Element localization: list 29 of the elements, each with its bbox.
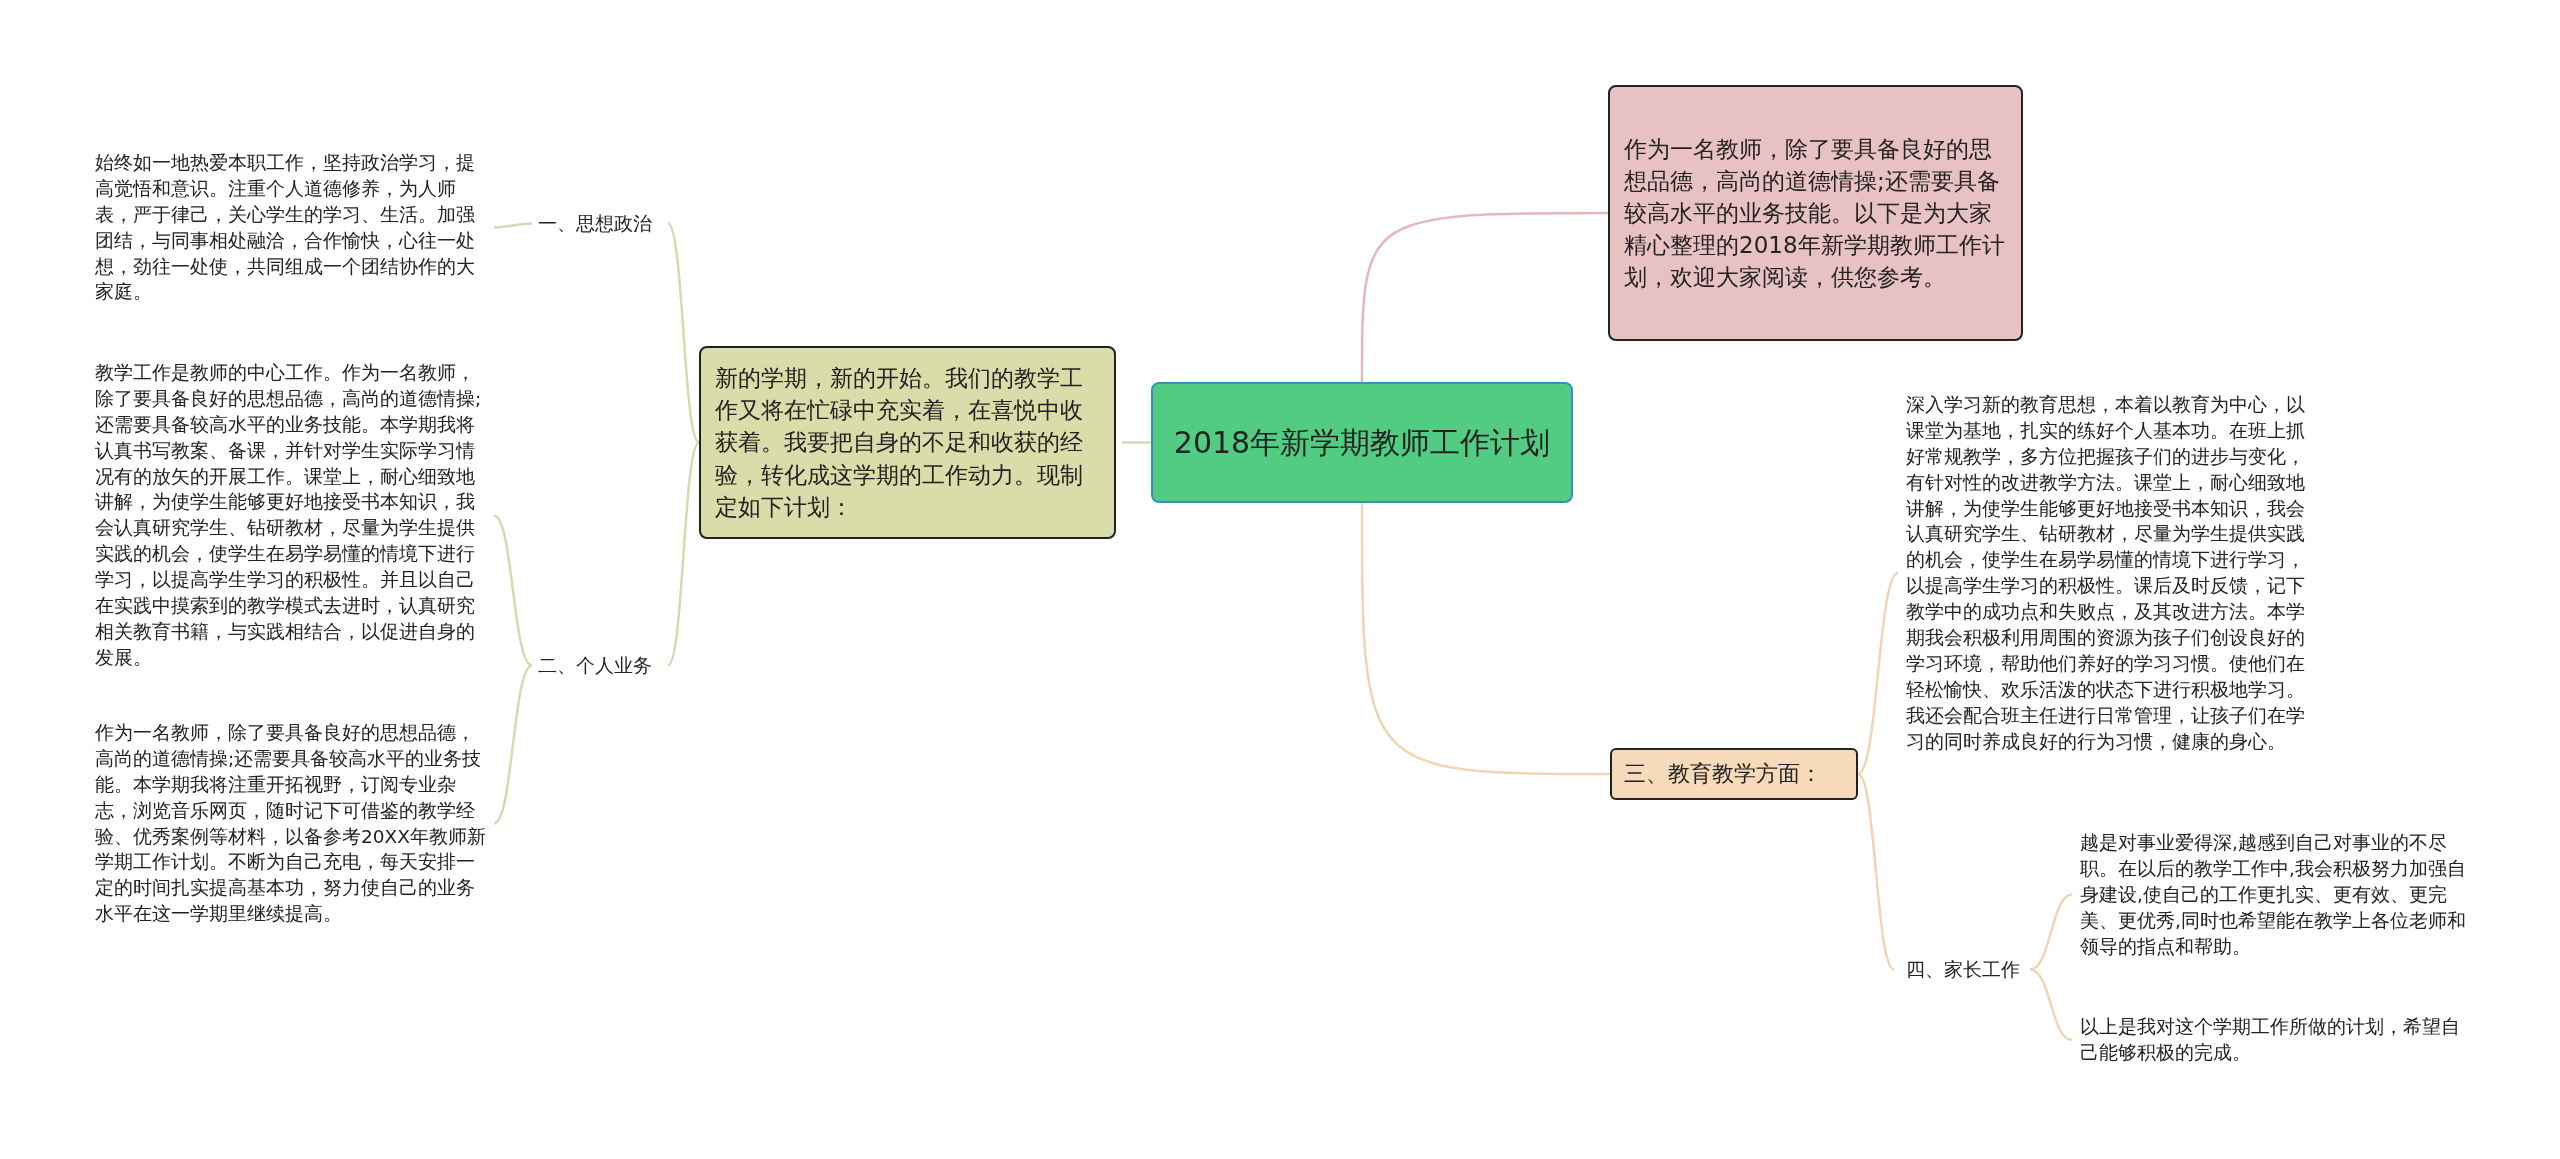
topic-text: 新的学期，新的开始。我们的教学工作又将在忙碌中充实着，在喜悦中收获着。我要把自身的不足和收获的经验，转化成这学期的工作动力。现制定如下计划：	[715, 364, 1084, 522]
topic-box	[1608, 85, 2023, 341]
connector-line	[493, 514, 533, 667]
topic-box	[699, 346, 1116, 539]
note-text: 以上是我对这个学期工作所做的计划，希望自己能够积极的完成。	[2080, 1015, 2461, 1065]
connector-line	[1857, 773, 1895, 971]
note-text: 教学工作是教师的中心工作。作为一名教师，除了要具备良好的思想品德，高尚的道德情操;还需要具备较高水平的业务技能。本学期我将认真书写教案、备课，并针对学生实际学习情况有的放矢的开展工作。课堂上，耐心细致地讲解，为使学生能够更好地接受书本知识，我会认真研究学生、钻研教材，尽量为学生提供实践的机会，使学生在易学易懂的情境下进行学习，以提高学生学习的积极性。并且以自己在实践中摸索到的教学模式去进时，认真研究相关教育书籍，与实践相结合，以促进自身的发展。	[95, 361, 483, 670]
connector-line	[493, 222, 533, 229]
note-text: 深入学习新的教育思想，本着以教育为中心，以课堂为基地，扎实的练好个人基本功。在班上抓好常规教学，多方位把握孩子们的进步与变化，有针对性的改进教学方法。课堂上，耐心细致地讲解，为使学生能够更好地接受书本知识，我会认真研究学生、钻研教材，尽量为学生提供实践的机会，使学生在易学易懂的情境下进行学习，以提高学生学习的积极性。课后及时反馈，记下教学中的成功点和失败点，及其改进方法。本学期我会积极利用周围的资源为孩子们创设良好的学习环境，帮助他们养好的学习习惯。使他们在轻松愉快、欢乐活泼的状态下进行积极地学习。我还会配合班主任进行日常管理，让孩子们在学习的同时养成良好的行为习惯，健康的身心。	[1906, 393, 2306, 754]
note-text: 作为一名教师，除了要具备良好的思想品德，高尚的道德情操;还需要具备较高水平的业务技能。本学期我将注重开拓视野，订阅专业杂志，浏览音乐网页，随时记下可借鉴的教学经验、优秀案例等材料，以备参考20XX年教师新学期工作计划。不断为自己充电，每天安排一定的时间扎实提高基本功，努力使自己的业务水平在这一学期里继续提高。	[95, 721, 486, 927]
connector-line	[1857, 572, 1899, 775]
connector-line	[667, 222, 700, 444]
connector-line	[1122, 441, 1151, 444]
connector-line	[2029, 968, 2073, 1042]
connector-line	[1360, 211, 1608, 382]
note-text: 越是对事业爱得深,越感到自己对事业的不尽职。在以后的教学工作中,我会积极努力加强自身建设,使自己的工作更扎实、更有效、更完美、更优秀,同时也希望能在教学上各位老师和领导的指点和帮助。	[2080, 831, 2467, 959]
connector-line	[493, 664, 533, 825]
connector-line	[2029, 893, 2073, 971]
connector-line	[1360, 503, 1610, 776]
topic-box	[1610, 748, 1858, 800]
connector-line	[667, 441, 700, 667]
topic-text: 三、教育教学方面：	[1624, 759, 1823, 788]
branch-label: 一、思想政治	[538, 211, 653, 236]
topic-text: 作为一名教师，除了要具备良好的思想品德，高尚的道德情操;还需要具备较高水平的业务技能。以下是为大家精心整理的2018年新学期教师工作计划，欢迎大家阅读，供您参考。	[1624, 134, 2006, 293]
note-text: 始终如一地热爱本职工作，坚持政治学习，提高觉悟和意识。注重个人道德修养，为人师表，严于律己，关心学生的学习、生活。加强团结，与同事相处融洽，合作愉快，心往一处想，劲往一处使，共同组成一个团结协作的大家庭。	[95, 151, 476, 305]
branch-label: 二、个人业务	[538, 653, 653, 678]
topic-text: 2018年新学期教师工作计划	[1173, 423, 1551, 462]
branch-label: 四、家长工作	[1906, 957, 2021, 982]
topic-box	[1151, 382, 1573, 503]
